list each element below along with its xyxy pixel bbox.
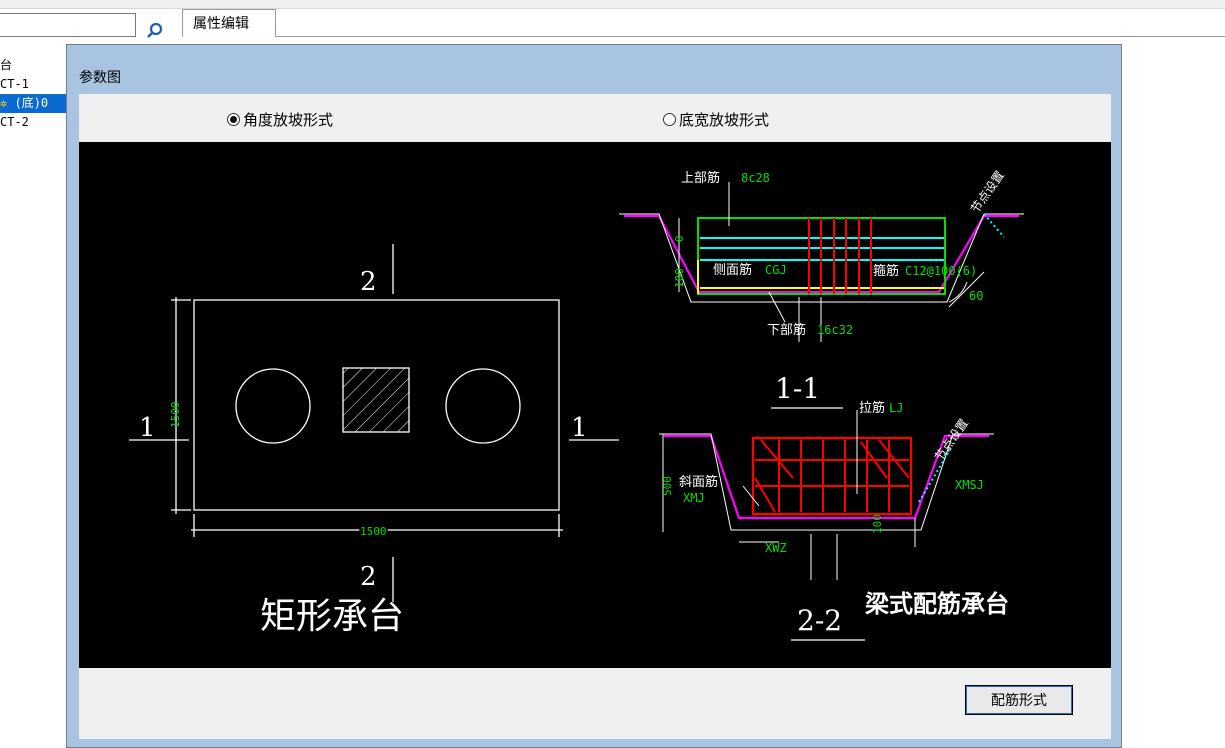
tree-item[interactable]: 台 bbox=[0, 58, 13, 72]
section-title: 1-1 bbox=[775, 372, 820, 405]
tree-item-label: (底)0 bbox=[14, 96, 49, 110]
tab-property-edit[interactable]: 属性编辑 bbox=[182, 9, 276, 37]
tree-item[interactable]: CT-1 bbox=[0, 77, 29, 91]
search-button[interactable] bbox=[140, 16, 170, 46]
top-strip bbox=[0, 0, 1225, 9]
label-slope-bar: 斜面筋 bbox=[679, 474, 718, 490]
gear-icon: ✲ bbox=[0, 96, 8, 110]
rebar-form-button[interactable]: 配筋形式 bbox=[965, 685, 1073, 715]
parameter-drawing: 2 2 1 1 1500 1500 矩形承台 bbox=[79, 142, 1111, 668]
component-tree: 台 CT-1 ✲ (底)0 CT-2 bbox=[0, 56, 70, 132]
label-tie-bar: 拉筋 bbox=[859, 400, 885, 416]
cap-outline bbox=[193, 299, 560, 511]
section-title: 2-2 bbox=[797, 604, 842, 637]
node-setting-text: 节点设置 bbox=[968, 168, 1007, 215]
drawing-caption: 矩形承台 bbox=[260, 596, 404, 637]
dialog-footer: 配筋形式 bbox=[79, 668, 1111, 739]
value-stirrup: C12@100(6) bbox=[905, 264, 977, 278]
radio-unchecked-icon bbox=[663, 113, 676, 126]
label-bottom-bar: 下部筋 bbox=[767, 322, 806, 338]
radio-checked-icon bbox=[227, 113, 240, 126]
dim-height-text: 500 bbox=[661, 476, 674, 496]
section-1-1 bbox=[619, 182, 1024, 342]
pile-circle-right bbox=[445, 368, 521, 444]
label-stirrup: 箍筋 bbox=[873, 263, 899, 279]
drawing-caption: 梁式配筋承台 bbox=[864, 590, 1009, 618]
section-label: 1 bbox=[139, 413, 156, 443]
label-side-bar: 侧面筋 bbox=[713, 262, 752, 278]
dim-side-text: 100 bbox=[673, 268, 686, 288]
dim-top-text: 0 bbox=[673, 235, 686, 242]
section-label: 2 bbox=[360, 267, 377, 297]
pile-circle-left bbox=[235, 368, 311, 444]
tab-divider bbox=[276, 36, 1225, 37]
dim-small-text: 100 bbox=[871, 514, 884, 534]
dim-height-text: 1500 bbox=[169, 402, 182, 429]
value-slope-bar: XMJ bbox=[683, 491, 705, 505]
column-hatch bbox=[342, 367, 410, 433]
param-diagram-dialog: 参数图 角度放坡形式 底宽放坡形式 bbox=[66, 44, 1122, 748]
tree-item[interactable]: CT-2 bbox=[0, 115, 29, 129]
radio-width-slope[interactable]: 底宽放坡形式 bbox=[663, 109, 769, 130]
value-side-bar: CGJ bbox=[765, 263, 787, 277]
rect-cap-plan bbox=[129, 244, 619, 602]
dim-width-text: 1500 bbox=[360, 525, 387, 538]
section-label: 1 bbox=[571, 413, 588, 443]
search-input[interactable] bbox=[0, 13, 136, 37]
value-xmsj: XMSJ bbox=[955, 478, 984, 492]
angle-text: 60 bbox=[969, 289, 983, 303]
value-xwz: XWZ bbox=[765, 541, 787, 555]
section-label: 2 bbox=[360, 562, 377, 592]
radio-label: 角度放坡形式 bbox=[243, 111, 334, 129]
radio-angle-slope[interactable]: 角度放坡形式 bbox=[227, 109, 333, 130]
value-bottom-bar: 16c32 bbox=[817, 323, 853, 337]
cad-drawing: 2 2 1 1 1500 1500 矩形承台 bbox=[129, 168, 1024, 641]
value-tie-bar: LJ bbox=[889, 401, 903, 415]
tree-item-selected[interactable]: ✲ (底)0 bbox=[0, 94, 70, 113]
search-icon bbox=[147, 22, 163, 38]
value-top-bar: 8c28 bbox=[741, 171, 770, 185]
radio-label: 底宽放坡形式 bbox=[679, 111, 770, 129]
section-2-2 bbox=[659, 410, 994, 580]
dialog-title: 参数图 bbox=[79, 70, 121, 86]
slope-mode-bar: 角度放坡形式 底宽放坡形式 bbox=[79, 94, 1111, 142]
label-top-bar: 上部筋 bbox=[681, 170, 720, 186]
node-setting-text: 节点设置 bbox=[932, 416, 971, 463]
